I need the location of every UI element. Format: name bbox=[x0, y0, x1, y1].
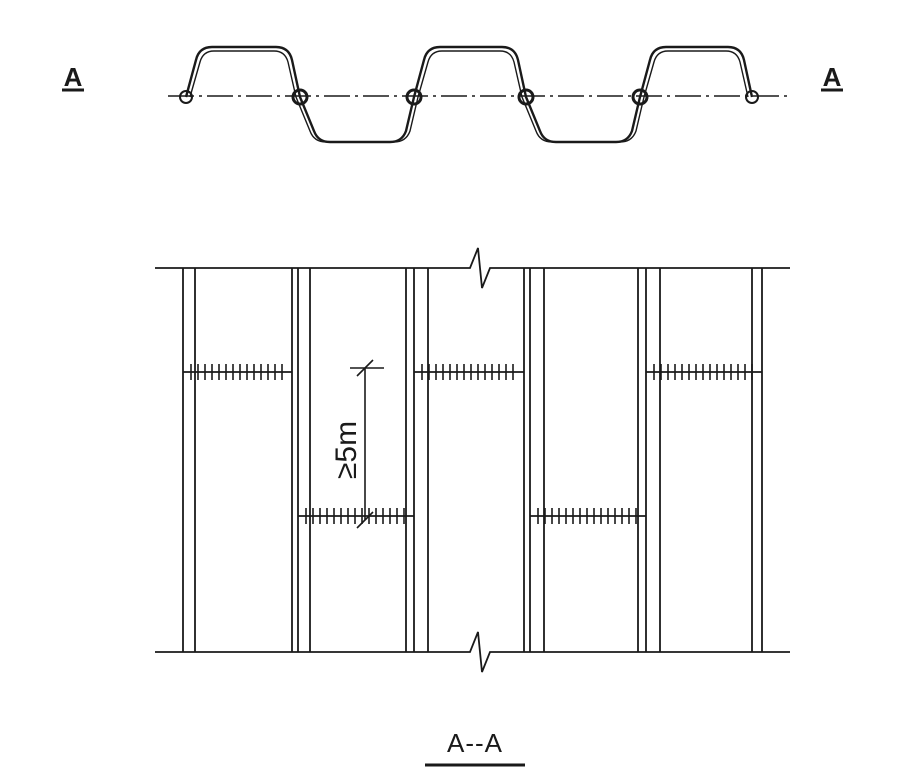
pile-profile-section: A A bbox=[62, 45, 843, 144]
interlock-joints bbox=[179, 88, 759, 106]
section-title-group: A--A bbox=[425, 728, 525, 767]
top-boundary-line bbox=[155, 247, 790, 289]
section-marker-right: A bbox=[823, 62, 842, 92]
pile-vertical-lines bbox=[182, 268, 763, 652]
bottom-boundary-line bbox=[155, 631, 790, 673]
section-marker-left: A bbox=[64, 62, 83, 92]
weld-splice-marks bbox=[183, 364, 762, 524]
dimension-annotation: ≥5m bbox=[330, 359, 384, 529]
sheet-pile-profile-outer bbox=[184, 45, 754, 144]
section-title: A--A bbox=[447, 728, 503, 758]
sheet-pile-profile-inner bbox=[189, 50, 749, 143]
pile-elevation: ≥5m bbox=[155, 247, 790, 673]
dimension-label: ≥5m bbox=[330, 421, 363, 479]
